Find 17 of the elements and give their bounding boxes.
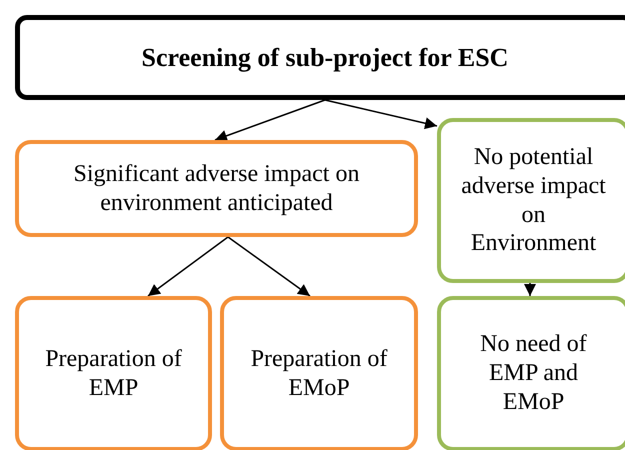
box-text: Preparation of EMoP (250, 344, 388, 402)
arrow (214, 99, 326, 142)
outcome-box (437, 118, 625, 283)
box-text: Preparation of EMP (44, 344, 183, 402)
arrow (148, 236, 228, 297)
box-text: No need of EMP and EMoP (479, 330, 588, 417)
arrow (228, 236, 310, 297)
process-box (15, 140, 418, 237)
box-text: Significant adverse impact on environment anticipated (72, 160, 360, 218)
title-box (15, 15, 625, 100)
process-box (15, 296, 212, 450)
box-text: No potential adverse impact on Environment (460, 142, 607, 258)
arrow (524, 283, 536, 296)
process-box (220, 296, 418, 450)
arrow (324, 99, 438, 130)
outcome-box (437, 296, 625, 450)
title-text: Screening of sub-project for ESC (142, 42, 508, 74)
